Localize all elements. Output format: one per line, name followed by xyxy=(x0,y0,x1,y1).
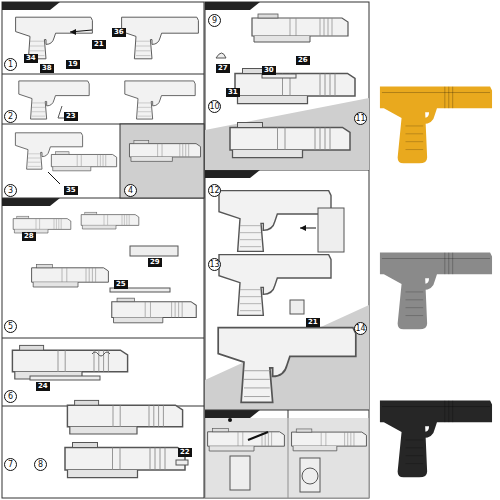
part-number: 21 xyxy=(92,40,106,49)
part-number: 26 xyxy=(296,56,310,65)
part-number: 27 xyxy=(216,64,230,73)
step-number: 9 xyxy=(208,14,221,27)
step-number: 14 xyxy=(354,322,367,335)
step-number: 1 xyxy=(4,58,17,71)
step-number: 3 xyxy=(4,184,17,197)
step-number: 12 xyxy=(208,184,221,197)
step-number: 5 xyxy=(4,320,17,333)
step-number: 13 xyxy=(208,258,221,271)
part-number: 24 xyxy=(36,382,50,391)
part-number: 22 xyxy=(178,448,192,457)
step-number: 7 xyxy=(4,458,17,471)
part-number: 35 xyxy=(64,186,78,195)
step-number: 10 xyxy=(208,100,221,113)
part-number: 28 xyxy=(22,232,36,241)
step-number: 8 xyxy=(34,458,47,471)
step-number: 6 xyxy=(4,390,17,403)
part-number: 30 xyxy=(262,66,276,75)
step-number: 4 xyxy=(124,184,137,197)
part-number: 36 xyxy=(112,28,126,37)
part-number: 25 xyxy=(114,280,128,289)
part-number: 23 xyxy=(64,112,78,121)
part-number: 31 xyxy=(226,88,240,97)
part-number: 34 xyxy=(24,54,38,63)
step-number: 2 xyxy=(4,110,17,123)
part-number: 19 xyxy=(66,60,80,69)
part-number: 21 xyxy=(306,318,320,327)
part-number: 38 xyxy=(40,64,54,73)
part-number: 29 xyxy=(148,258,162,267)
step-number: 11 xyxy=(354,112,367,125)
